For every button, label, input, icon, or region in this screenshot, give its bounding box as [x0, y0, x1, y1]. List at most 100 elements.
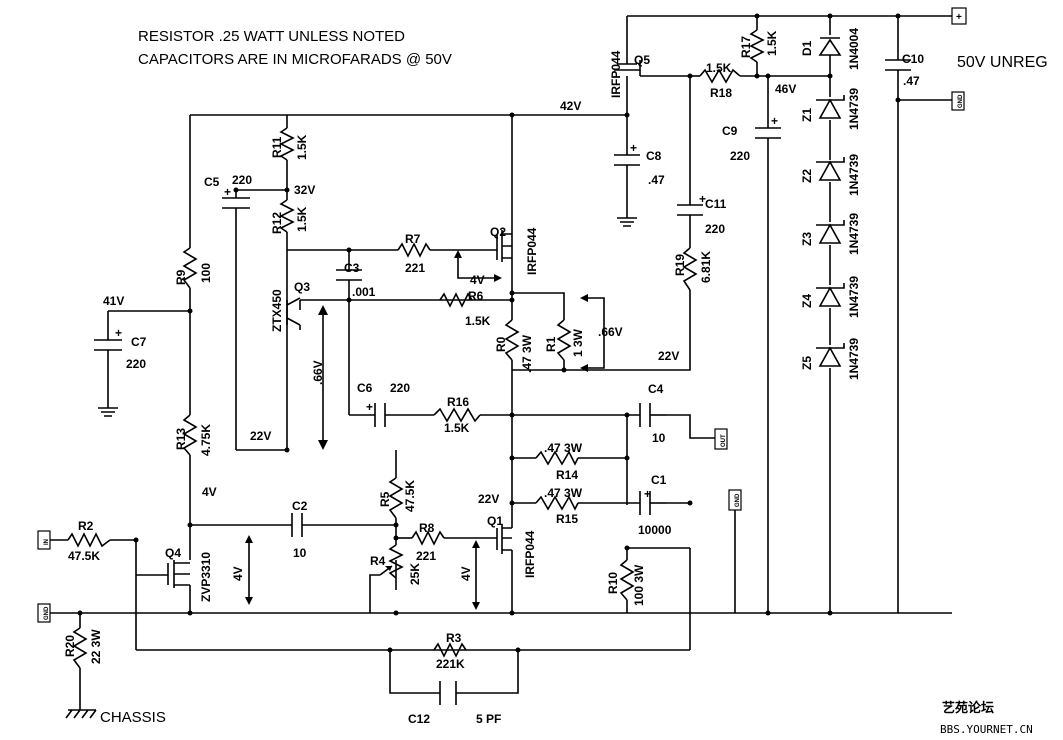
- value-r13: 4.75K: [199, 424, 213, 456]
- resistor-r15: [535, 495, 579, 511]
- mosfet-q5: [614, 60, 641, 76]
- svg-text:GND: GND: [735, 493, 741, 507]
- resistor-r7: [397, 242, 431, 258]
- resistor-r6: [439, 292, 473, 308]
- capacitor-c7: +: [94, 326, 122, 351]
- svg-text:IN: IN: [44, 539, 50, 545]
- resistor-r2: [67, 532, 111, 548]
- part-z4: 1N4739: [847, 276, 861, 318]
- value-c3: .001: [352, 285, 376, 299]
- resistor-r3: [433, 642, 467, 658]
- label-c8: C8: [646, 149, 662, 163]
- arrow-4v-c2: [245, 535, 253, 605]
- part-z5: 1N4739: [847, 338, 861, 380]
- value-r4: 25K: [408, 563, 422, 585]
- voltage-4v-q1: 4V: [459, 566, 473, 581]
- label-c1: C1: [651, 473, 667, 487]
- label-r11: R11: [270, 136, 284, 158]
- part-q5: IRFP044: [609, 50, 623, 98]
- value-r9: 100: [199, 263, 213, 283]
- resistor-r8: [411, 530, 445, 546]
- svg-text:GND: GND: [958, 94, 964, 108]
- capacitor-c9: +: [755, 114, 781, 139]
- part-q2: IRFP044: [525, 227, 539, 275]
- part-z3: 1N4739: [847, 213, 861, 255]
- voltage-4v-c2: 4V: [231, 566, 245, 581]
- diode-d1: [818, 37, 842, 56]
- value-c9: 220: [730, 149, 750, 163]
- label-r18: R18: [710, 86, 732, 100]
- value-r11: 1.5K: [295, 134, 309, 160]
- label-c3: C3: [344, 261, 360, 275]
- watermark-url: BBS.YOURNET.CN: [940, 723, 1033, 736]
- label-c12: C12: [408, 712, 430, 726]
- label-r9: R9: [174, 269, 188, 285]
- voltage-22v-right: 22V: [658, 349, 679, 363]
- chassis-ground-symbol: [65, 709, 97, 719]
- label-z1: Z1: [800, 108, 814, 122]
- value-r14: .47 3W: [544, 441, 583, 455]
- value-r12: 1.5K: [295, 206, 309, 232]
- label-r17: R17: [739, 36, 753, 58]
- mosfet-q2: [496, 230, 513, 262]
- value-r1: 1 3W: [571, 328, 585, 357]
- value-c2: 10: [293, 546, 307, 560]
- svg-text:+: +: [699, 192, 706, 206]
- resistor-r0: [504, 319, 520, 361]
- value-r7: 221: [405, 261, 425, 275]
- value-c7: 220: [126, 357, 146, 371]
- label-r16: R16: [447, 395, 469, 409]
- capacitor-c5: +: [222, 185, 250, 209]
- voltage-4v-q2: 4V: [470, 273, 485, 287]
- value-r19: 6.81K: [699, 251, 713, 283]
- value-r20: 22 3W: [89, 629, 103, 664]
- bjt-q3: [286, 297, 301, 330]
- label-c10: C10: [902, 52, 924, 66]
- label-r15: R15: [556, 512, 578, 526]
- label-c5: C5: [204, 175, 220, 189]
- label-q2: Q2: [490, 225, 506, 239]
- label-d1: D1: [800, 40, 814, 56]
- value-c4: 10: [652, 431, 666, 445]
- svg-text:+: +: [630, 141, 637, 155]
- note-resistor-rating: RESISTOR .25 WATT UNLESS NOTED: [138, 28, 405, 45]
- svg-text:+: +: [366, 400, 373, 414]
- value-r17: 1.5K: [765, 30, 779, 56]
- resistor-r17: [749, 29, 765, 63]
- capacitor-c10: [885, 59, 911, 71]
- label-r7: R7: [405, 232, 421, 246]
- supply-label: 50V UNREG: [957, 54, 1048, 71]
- label-r0: R0: [494, 336, 508, 352]
- label-r12: R12: [270, 212, 284, 234]
- part-q3: ZTX450: [270, 289, 284, 332]
- ground-c8: [617, 217, 637, 227]
- connector-gnd-top: GND: [951, 91, 965, 111]
- value-r15: .47 3W: [544, 486, 583, 500]
- part-d1: 1N4004: [847, 28, 861, 70]
- resistor-r14: [535, 450, 579, 466]
- zener-z2: [816, 157, 845, 181]
- connector-gnd-right: GND: [728, 489, 742, 511]
- mosfet-q1: [496, 524, 512, 554]
- arrow-066v-right: [580, 294, 605, 372]
- voltage-41v: 41V: [103, 294, 124, 308]
- label-z2: Z2: [800, 169, 814, 183]
- label-c4: C4: [648, 382, 664, 396]
- svg-text:+: +: [771, 114, 778, 128]
- voltage-22v-left: 22V: [250, 429, 271, 443]
- part-q1: IRFP044: [523, 530, 537, 578]
- resistor-r13: [182, 414, 198, 456]
- svg-text:+: +: [224, 185, 231, 199]
- svg-text:+: +: [956, 12, 962, 23]
- junction-dots: [77, 13, 901, 653]
- value-c5: 220: [232, 173, 252, 187]
- value-r18: 1.5K: [706, 61, 732, 75]
- label-r5: R5: [378, 491, 392, 507]
- arrow-4v-q2: [454, 250, 502, 282]
- part-q4: ZVP3310: [199, 552, 213, 602]
- label-z3: Z3: [800, 232, 814, 246]
- label-q4: Q4: [165, 546, 181, 560]
- arrow-066v-left: [318, 305, 328, 450]
- label-q5: Q5: [634, 53, 650, 67]
